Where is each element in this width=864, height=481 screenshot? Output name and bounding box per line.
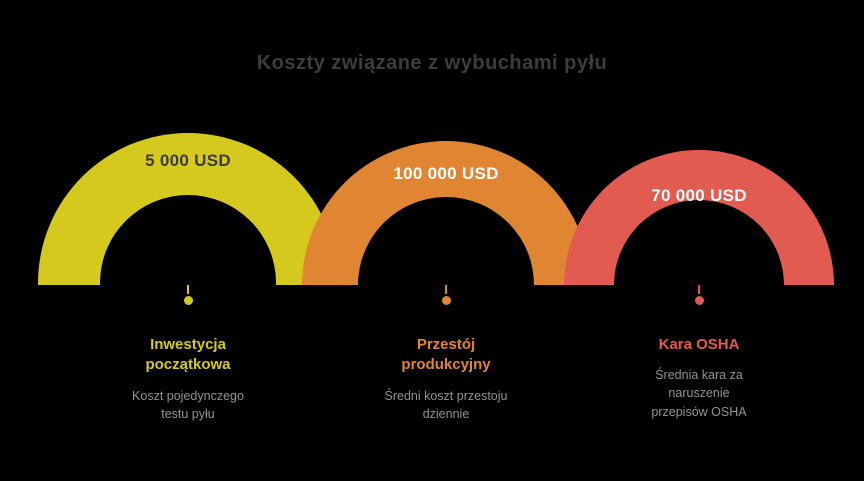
arch-value-osha-fine: 70 000 USD (651, 186, 747, 205)
item-label: Przestój produkcyjny (401, 336, 491, 374)
item-description: Średnia kara za naruszenie przepisów OSH… (651, 368, 747, 419)
arch-value-initial-investment: 5 000 USD (145, 151, 231, 170)
item-label: Inwestycja początkowa (145, 336, 231, 374)
item-description: Koszt pojedynczego testu pyłu (132, 388, 244, 421)
caption-group-initial-investment: Inwestycja początkowa Koszt pojedynczego… (38, 285, 338, 423)
arch-production-downtime (302, 141, 590, 285)
marker-stem (187, 285, 189, 294)
item-description: Średni koszt przestoju dziennie (384, 388, 508, 421)
marker-dot-icon (441, 296, 451, 305)
chart-title: Koszty związane z wybuchami pyłu (256, 52, 608, 74)
arch-osha-fine (564, 150, 834, 285)
item-label: Kara OSHA (658, 336, 740, 353)
marker-dot-icon (183, 296, 193, 305)
caption-group-production-downtime: Przestój produkcyjny Średni koszt przest… (302, 285, 590, 423)
arch-value-production-downtime: 100 000 USD (393, 164, 499, 183)
marker-stem (698, 285, 700, 294)
marker-stem (445, 285, 447, 294)
marker-dot-icon (694, 296, 704, 305)
caption-group-osha-fine: Kara OSHA Średnia kara za naruszenie prz… (564, 285, 834, 421)
